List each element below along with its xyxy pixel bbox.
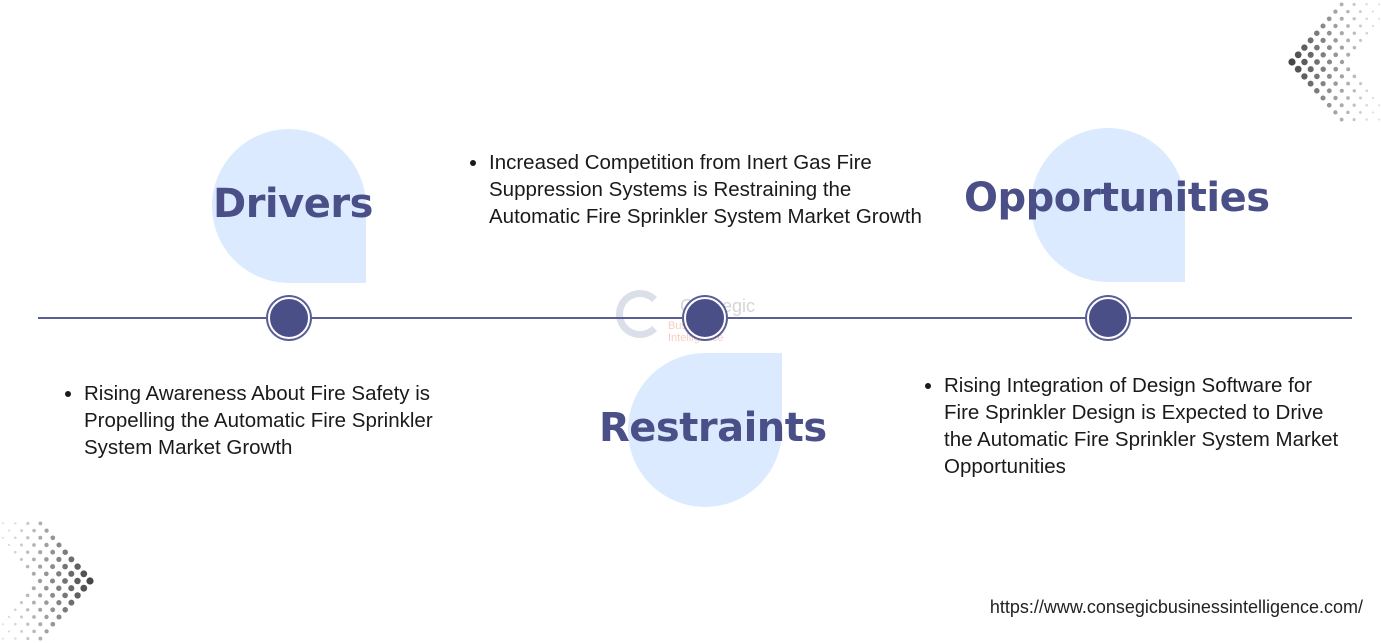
footer-url: https://www.consegicbusinessintelligence…	[989, 597, 1363, 617]
restraints-title: Restraints	[599, 405, 827, 451]
drivers-bullets: Rising Awareness About Fire Safety is Pr…	[59, 380, 499, 461]
dot-pattern-chevron-decoration	[1288, 2, 1381, 122]
bullet-item: Rising Integration of Design Software fo…	[944, 372, 1339, 480]
timeline-node-drivers	[268, 297, 310, 339]
drivers-title: Drivers	[213, 181, 373, 227]
restraints-shape	[628, 353, 782, 507]
drivers-shape	[212, 129, 366, 283]
opportunities-bullets: Rising Integration of Design Software fo…	[919, 372, 1339, 480]
opportunities-title: Opportunities	[964, 175, 1270, 221]
bullet-item: Rising Awareness About Fire Safety is Pr…	[84, 380, 499, 461]
timeline-node-opportunities	[1087, 297, 1129, 339]
restraints-bullets: Increased Competition from Inert Gas Fir…	[464, 149, 944, 230]
bullet-item: Increased Competition from Inert Gas Fir…	[489, 149, 944, 230]
opportunities-shape	[1031, 128, 1185, 282]
dot-pattern-chevron-decoration	[1, 521, 94, 641]
timeline-node-restraints	[684, 297, 726, 339]
